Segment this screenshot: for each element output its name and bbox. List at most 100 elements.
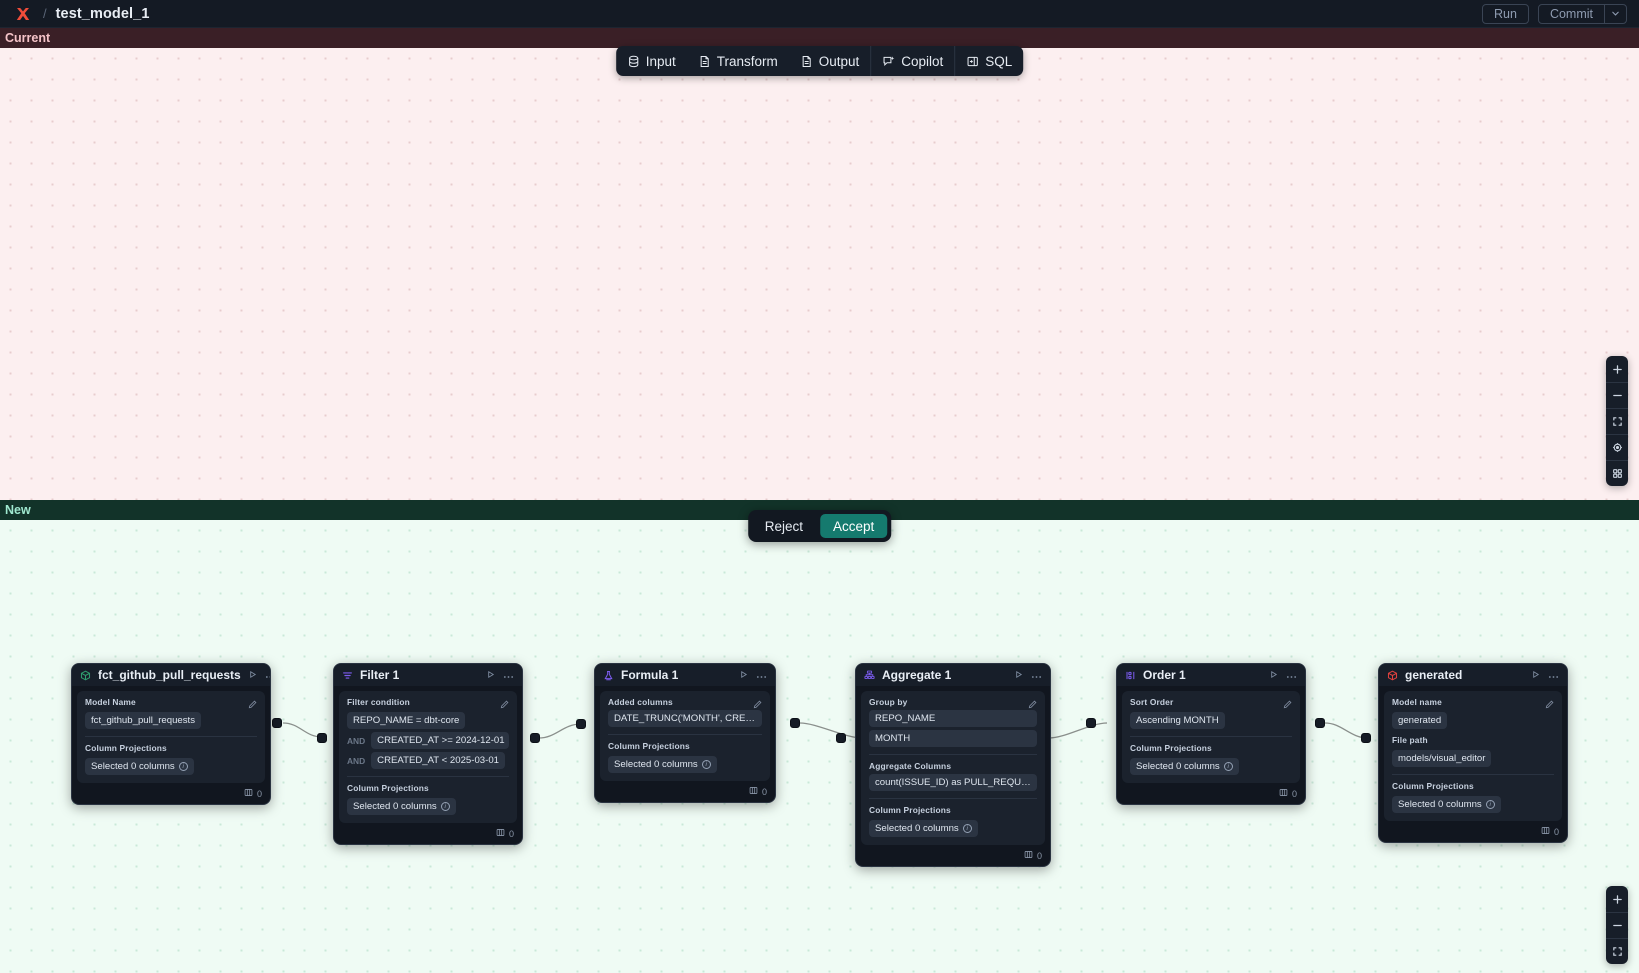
value-chip[interactable]: Selected 0 columns i xyxy=(1130,758,1239,775)
node-footer: 0 xyxy=(595,786,775,802)
node-fct-github-pull-requests[interactable]: fct_github_pull_requests Model Name xyxy=(71,663,271,805)
current-pane-label: Current xyxy=(5,31,51,45)
value-chip[interactable]: MONTH xyxy=(869,730,1037,747)
database-icon xyxy=(627,55,640,68)
pencil-icon[interactable] xyxy=(248,696,257,714)
play-icon[interactable] xyxy=(1531,666,1540,684)
play-icon[interactable] xyxy=(1269,666,1278,684)
chevron-down-icon[interactable] xyxy=(1604,4,1626,23)
info-icon[interactable]: i xyxy=(962,824,972,833)
value-chip[interactable]: fct_github_pull_requests xyxy=(85,712,202,729)
node-header-actions xyxy=(248,666,270,684)
reject-button[interactable]: Reject xyxy=(752,514,816,538)
node-aggregate-1[interactable]: Aggregate 1 Group by xyxy=(855,663,1051,867)
pencil-icon[interactable] xyxy=(1028,696,1037,714)
plus-icon[interactable] xyxy=(1606,356,1628,382)
value-chip[interactable]: DATE_TRUNC('MONTH', CREATED_AT... xyxy=(608,710,762,727)
field-label: Model name xyxy=(1392,697,1442,707)
divider xyxy=(85,736,257,737)
value-chip[interactable]: models/visual_editor xyxy=(1392,750,1492,767)
condition-operator: AND xyxy=(347,755,366,766)
value-chip[interactable]: generated xyxy=(1392,712,1448,729)
info-icon[interactable]: i xyxy=(701,760,711,769)
value-chip[interactable]: Selected 0 columns i xyxy=(85,758,194,775)
page-title: test_model_1 xyxy=(55,5,150,22)
value-chip[interactable]: REPO_NAME xyxy=(869,710,1037,727)
play-icon[interactable] xyxy=(486,666,495,684)
center-target-icon[interactable] xyxy=(1606,434,1628,460)
minus-icon[interactable] xyxy=(1606,382,1628,408)
tab-copilot[interactable]: Copilot xyxy=(870,46,954,76)
divider xyxy=(1130,736,1292,737)
info-icon[interactable]: i xyxy=(1223,762,1233,771)
pencil-icon[interactable] xyxy=(1545,696,1554,714)
value-chip[interactable]: Ascending MONTH xyxy=(1130,712,1225,729)
minus-icon[interactable] xyxy=(1606,912,1628,938)
field-column-projections: Column Projections Selected 0 columns i xyxy=(608,741,762,773)
condition-row: AND CREATED_AT >= 2024-12-01 xyxy=(347,732,509,749)
condition-chip[interactable]: CREATED_AT >= 2024-12-01 xyxy=(371,732,509,749)
node-filter-1[interactable]: Filter 1 Filter condition xyxy=(333,663,523,845)
more-horizontal-icon[interactable] xyxy=(503,666,514,684)
tool-tabs: Input Transform Output xyxy=(615,46,1024,76)
value-chip[interactable]: Selected 0 columns i xyxy=(1392,796,1501,813)
condition-chip[interactable]: CREATED_AT < 2025-03-01 xyxy=(371,752,506,769)
info-icon[interactable]: i xyxy=(440,802,450,811)
node-header-actions xyxy=(486,666,514,684)
more-horizontal-icon[interactable] xyxy=(265,666,270,684)
more-horizontal-icon[interactable] xyxy=(756,666,767,684)
field-column-projections: Column Projections Selected 0 columns i xyxy=(1130,743,1292,775)
more-horizontal-icon[interactable] xyxy=(1548,666,1559,684)
play-icon[interactable] xyxy=(739,666,748,684)
tab-output[interactable]: Output xyxy=(789,46,871,76)
columns-icon xyxy=(1279,788,1288,799)
pencil-icon[interactable] xyxy=(753,696,762,714)
tab-output-label: Output xyxy=(818,53,860,69)
tab-transform[interactable]: Transform xyxy=(687,46,789,76)
column-count: 0 xyxy=(508,828,514,839)
edge-port xyxy=(272,718,282,728)
more-horizontal-icon[interactable] xyxy=(1031,666,1042,684)
node-footer: 0 xyxy=(1117,788,1305,804)
more-horizontal-icon[interactable] xyxy=(1286,666,1297,684)
commit-button-group[interactable]: Commit xyxy=(1537,3,1627,24)
field-label: Aggregate Columns xyxy=(869,761,952,771)
field-label: Added columns xyxy=(608,697,673,707)
info-icon[interactable]: i xyxy=(178,762,188,771)
pencil-icon[interactable] xyxy=(500,696,509,714)
pencil-icon[interactable] xyxy=(1283,696,1292,714)
run-button[interactable]: Run xyxy=(1482,3,1529,24)
field-aggregate-columns: Aggregate Columns count(ISSUE_ID) as PUL… xyxy=(869,761,1037,791)
value-chip[interactable]: Selected 0 columns i xyxy=(869,820,978,837)
node-formula-1[interactable]: Formula 1 Added columns xyxy=(594,663,776,803)
node-title: Order 1 xyxy=(1143,668,1186,682)
column-count: 0 xyxy=(1291,788,1297,799)
new-canvas[interactable]: fct_github_pull_requests Model Name xyxy=(0,520,1639,973)
value-chip[interactable]: Selected 0 columns i xyxy=(347,798,456,815)
grid-layout-icon[interactable] xyxy=(1606,460,1628,486)
node-header: generated xyxy=(1379,664,1567,686)
play-icon[interactable] xyxy=(1014,666,1023,684)
value-chip[interactable]: Selected 0 columns i xyxy=(608,756,717,773)
current-canvas[interactable] xyxy=(0,48,1639,500)
play-icon[interactable] xyxy=(248,666,257,684)
node-body: Model name generated File path models/vi… xyxy=(1384,691,1562,821)
node-generated[interactable]: generated Model name xyxy=(1378,663,1568,843)
app-logo-x-icon[interactable] xyxy=(14,5,32,23)
edge-port xyxy=(530,733,540,743)
tab-sql[interactable]: SQL xyxy=(954,46,1023,76)
node-footer: 0 xyxy=(334,828,522,844)
commit-button[interactable]: Commit xyxy=(1549,6,1593,21)
plus-icon[interactable] xyxy=(1606,886,1628,912)
condition-chip[interactable]: REPO_NAME = dbt-core xyxy=(347,712,466,729)
info-icon[interactable]: i xyxy=(1485,800,1495,809)
accept-button[interactable]: Accept xyxy=(819,514,888,538)
node-order-1[interactable]: Order 1 Sort Order xyxy=(1116,663,1306,805)
fit-view-icon[interactable] xyxy=(1606,938,1628,964)
tab-input[interactable]: Input xyxy=(616,46,687,76)
condition-row: AND CREATED_AT < 2025-03-01 xyxy=(347,752,509,769)
value-chip[interactable]: count(ISSUE_ID) as PULL_REQUEST_... xyxy=(869,774,1037,791)
field-column-projections: Column Projections Selected 0 columns i xyxy=(347,783,509,815)
field-label: File path xyxy=(1392,735,1428,745)
fit-view-icon[interactable] xyxy=(1606,408,1628,434)
